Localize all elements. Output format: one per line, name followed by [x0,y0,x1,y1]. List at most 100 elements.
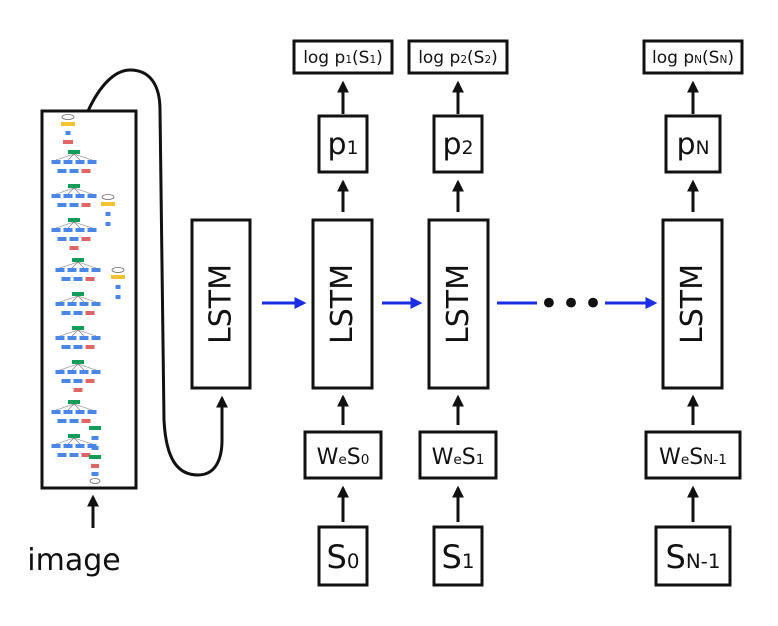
cnn-conv-node [91,302,101,306]
cnn-edge [67,437,75,445]
cnn-conv-node [81,203,91,207]
lstm-label: LSTM [441,264,476,344]
log-prob-label: log p1(S1) [303,48,383,68]
prob-label: p1 [328,127,359,162]
cnn-edge [77,261,85,269]
input-word-box: S1 [432,525,484,587]
cnn-conv-node [85,277,95,281]
cnn-edge [71,363,79,371]
cnn-conv-node [63,410,73,414]
cnn-conv-node [55,370,65,374]
prob-label: pN [677,127,710,162]
cnn-edge [67,187,75,195]
cnn-conv-node [51,410,61,414]
cnn-conv-node [55,268,65,272]
cnn-concat-node [72,360,84,364]
cnn-conv-node [87,410,97,414]
cnn-conv-node [51,194,61,198]
cnn-conv-node [75,160,85,164]
cnn-edge [73,153,93,161]
cnn-conv-node [91,446,99,450]
cnn-conv-node [91,436,99,440]
cnn-conv-node [61,277,71,281]
cnn-conv-node [57,203,67,207]
word-label: S1 [442,538,475,576]
cnn-concat-node [89,455,101,459]
prob-label: p2 [443,127,474,162]
cnn-conv-node [81,419,91,423]
lstm-cell: LSTM [661,218,724,390]
cnn-conv-node [67,268,77,272]
cnn-conv-node [63,444,73,448]
cnn-edge [77,295,97,303]
lstm-cell: LSTM [311,218,374,390]
embedding-label: WeS0 [317,445,370,470]
cnn-edge [73,403,81,411]
cnn-conv-node [57,237,67,241]
cnn-concat-node [89,426,101,430]
cnn-conv-node [73,277,83,281]
log-prob-box: log p1(S1) [292,39,394,75]
prob-box: pN [664,114,722,174]
cnn-concat-node [68,184,80,188]
cnn-edge [71,295,79,303]
cnn-conv-node [69,203,79,207]
cnn-input-node [61,114,75,120]
cnn-concat-node [72,326,84,330]
cnn-concat-node [68,400,80,404]
cnn-conv-node [79,268,89,272]
cnn-conv-node [69,453,79,457]
lstm-cell: LSTM [427,218,490,390]
cnn-edge [73,221,81,229]
cnn-conv-node [85,345,95,349]
cnn-conv-node [75,228,85,232]
cnn-conv-node [91,472,99,476]
cnn-conv-node [67,302,77,306]
cnn-edge [73,187,81,195]
cnn-pool-node [69,246,79,250]
cnn-conv-node [75,410,85,414]
cnn-edge [55,187,75,195]
cnn-conv-node [73,345,83,349]
cnn-edge [77,295,85,303]
lstm-label: LSTM [325,264,360,344]
lstm-label: LSTM [204,264,239,344]
cnn-conv-node [87,228,97,232]
cnn-conv-node [115,285,121,289]
cnn-edge [73,153,81,161]
image-label: image [27,543,120,578]
cnn-edge [55,437,75,445]
cnn-edge [71,261,79,269]
cnn-conv-node [91,268,101,272]
cnn-conv-node [85,379,95,383]
cnn-concat-node [68,218,80,222]
cnn-edge [55,221,75,229]
cnn-edge [59,363,79,371]
cnn-edge [73,187,93,195]
cnn-edge [77,329,97,337]
cnn-edge [73,437,81,445]
cnn-output-node [89,478,101,484]
cnn-edge [73,221,93,229]
lstm-cell-image: LSTM [190,218,252,390]
cnn-conv-node [85,311,95,315]
cnn-conv-node [87,194,97,198]
cnn-conv-node [91,370,101,374]
cnn-edge [67,403,75,411]
cnn-conv-node [55,302,65,306]
cnn-conv-node [65,131,71,135]
log-prob-box: log pN(SN) [642,39,744,75]
cnn-conv-node [67,370,77,374]
cnn-conv-node [61,379,71,383]
cnn-edge [67,221,75,229]
cnn-edge [59,295,79,303]
cnn-edge [59,261,79,269]
cnn-conv-node [69,237,79,241]
cnn-softmax-node [61,122,75,126]
embedding-label: WeSN-1 [659,445,727,470]
cnn-edge [73,403,93,411]
cnn-conv-node [73,379,83,383]
cnn-edge [55,403,75,411]
